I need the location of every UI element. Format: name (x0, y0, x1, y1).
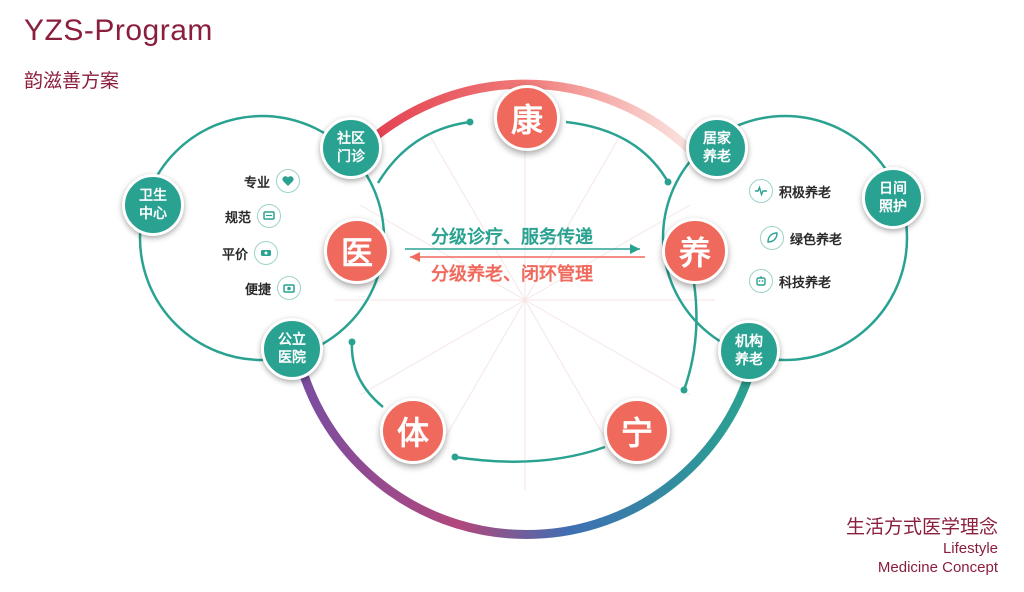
ticket-icon (254, 241, 279, 265)
feature-label: 规范 (225, 210, 252, 226)
concept-block: 生活方式医学理念 Lifestyle Medicine Concept (846, 512, 998, 577)
feature-tech-aging: 科技养老 (749, 269, 831, 293)
node-kang: 康 (494, 85, 560, 151)
feature-affordable: 平价 (222, 241, 279, 265)
concept-en-line1: Lifestyle (942, 540, 998, 557)
concept-cn: 生活方式医学理念 (845, 516, 998, 538)
inner-arc-bottom (454, 445, 606, 463)
concept-en-line2: Medicine Concept (877, 559, 998, 576)
feature-convenient: 便捷 (245, 276, 302, 300)
inner-arc-left (350, 341, 384, 408)
bottom-gradient-arc (300, 373, 753, 539)
page-subtitle: 韵滋善方案 (24, 70, 120, 92)
camera-icon (277, 276, 302, 300)
slogan-bottom: 分级养老、闭环管理 (431, 264, 593, 285)
heartbeat-icon (749, 179, 773, 203)
inner-arc-top-right (565, 120, 670, 183)
feature-label: 便捷 (245, 282, 272, 298)
node-community-clinic: 社区 门诊 (320, 117, 382, 179)
leaf-icon (760, 226, 784, 250)
feature-green-aging: 绿色养老 (760, 226, 842, 250)
node-ning: 宁 (604, 398, 670, 464)
feature-label: 专业 (244, 175, 271, 191)
node-ti: 体 (380, 398, 446, 464)
feature-professional: 专业 (244, 169, 301, 193)
feature-label: 积极养老 (779, 185, 832, 201)
feature-standard: 规范 (225, 204, 282, 228)
robot-icon (749, 269, 773, 293)
node-yang: 养 (662, 218, 728, 284)
top-gradient-arc (357, 79, 693, 153)
feature-label: 平价 (222, 247, 249, 263)
node-institution-care: 机构 养老 (718, 320, 780, 382)
inner-arc-top-left (376, 120, 471, 184)
slogan-top: 分级诊疗、服务传递 (431, 227, 593, 248)
page-title: YZS-Program (24, 14, 213, 47)
node-public-hospital: 公立 医院 (261, 318, 323, 380)
node-home-care: 居家 养老 (686, 117, 748, 179)
node-yi: 医 (324, 218, 390, 284)
heart-icon (276, 169, 301, 193)
feature-label: 绿色养老 (790, 232, 843, 248)
center-arrows (405, 244, 645, 262)
feature-label: 科技养老 (779, 275, 832, 291)
node-health-center: 卫生 中心 (122, 174, 184, 236)
right-circle-ring (661, 114, 909, 362)
feature-active-aging: 积极养老 (749, 179, 831, 203)
node-day-care: 日间 照护 (862, 167, 924, 229)
inner-arc-right (682, 282, 698, 391)
monitor-icon (257, 204, 282, 228)
